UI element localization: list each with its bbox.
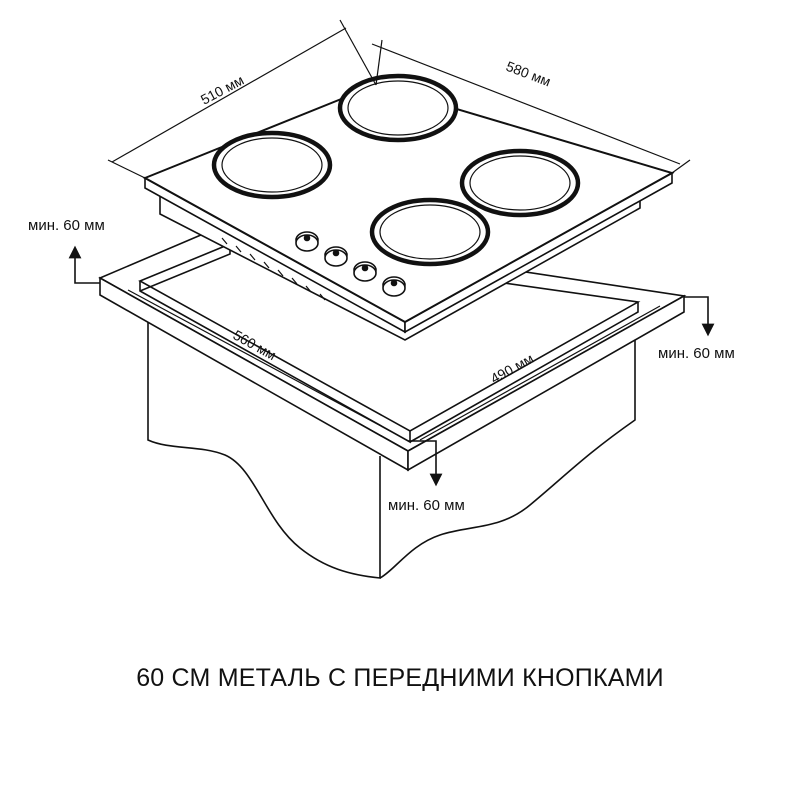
burner-left bbox=[211, 130, 333, 200]
burner-right bbox=[459, 148, 581, 218]
label-back-clearance: мин. 60 мм bbox=[28, 217, 105, 234]
knob-1 bbox=[295, 231, 319, 252]
clearance-arrows bbox=[68, 245, 715, 487]
dimension-lines bbox=[107, 19, 691, 441]
knob-3 bbox=[353, 261, 377, 282]
label-front-clearance: мин. 60 мм bbox=[388, 497, 465, 514]
front-clearance-arrow bbox=[408, 440, 443, 487]
vent-slots bbox=[221, 237, 326, 301]
knob-4 bbox=[382, 276, 406, 297]
countertop-cutout bbox=[98, 225, 687, 472]
burner-back bbox=[337, 73, 459, 143]
dim-hob-width: 510 мм bbox=[198, 72, 247, 108]
control-knobs bbox=[295, 231, 406, 297]
burners bbox=[211, 73, 581, 267]
label-side-clearance: мин. 60 мм bbox=[658, 345, 735, 362]
knob-2 bbox=[324, 246, 348, 267]
side-clearance-arrow bbox=[684, 296, 715, 337]
dim-hob-depth: 580 мм bbox=[504, 58, 553, 90]
diagram-caption: 60 СМ МЕТАЛЬ С ПЕРЕДНИМИ КНОПКАМИ bbox=[136, 664, 664, 692]
burner-front bbox=[369, 197, 491, 267]
back-clearance-arrow bbox=[68, 245, 100, 284]
cabinet bbox=[147, 306, 636, 579]
